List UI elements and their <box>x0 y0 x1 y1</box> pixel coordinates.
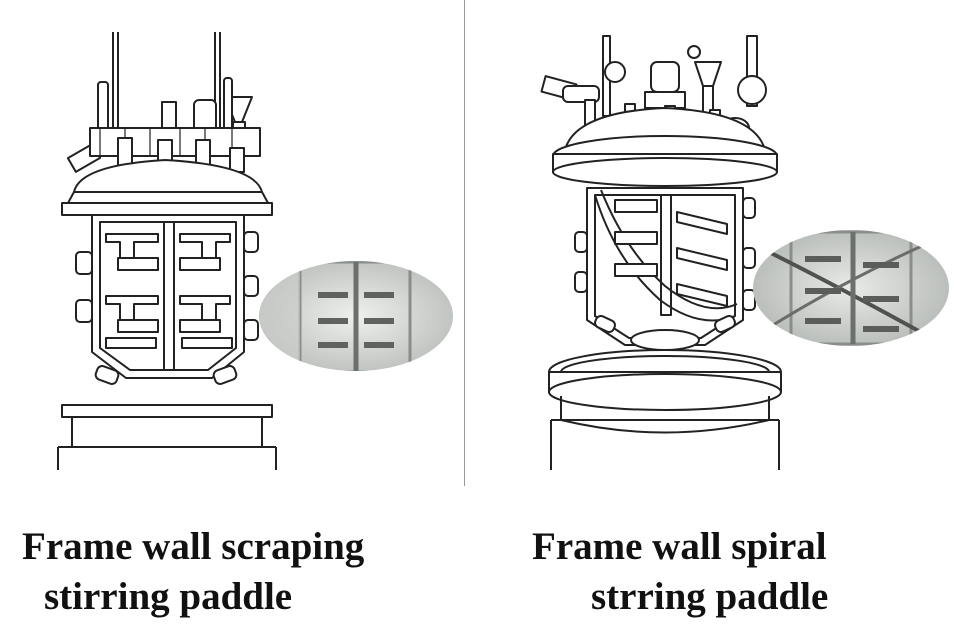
lower-vessel <box>548 349 782 470</box>
lid-fittings <box>66 77 261 173</box>
left-panel: Frame wall scraping stirring paddle <box>0 0 464 640</box>
right-caption-line-1: Frame wall spiral <box>532 525 827 568</box>
frame-spiral-reactor-drawing <box>540 35 949 470</box>
panel-divider <box>464 0 465 486</box>
left-caption-line-1: Frame wall scraping <box>22 525 365 568</box>
right-caption-line-2: strring paddle <box>591 575 829 618</box>
frame-scraping-reactor-drawing <box>57 32 453 470</box>
spiral-paddle <box>574 187 756 351</box>
vessel-lid <box>552 107 778 187</box>
paddle-photo-inset <box>753 230 949 346</box>
right-panel: Frame wall spiral strring paddle <box>465 0 954 640</box>
paddle-photo-inset <box>259 261 453 371</box>
vessel-lid <box>61 159 273 216</box>
frame-paddle <box>75 214 259 385</box>
left-caption-line-2: stirring paddle <box>44 575 293 618</box>
lower-vessel <box>57 404 277 470</box>
